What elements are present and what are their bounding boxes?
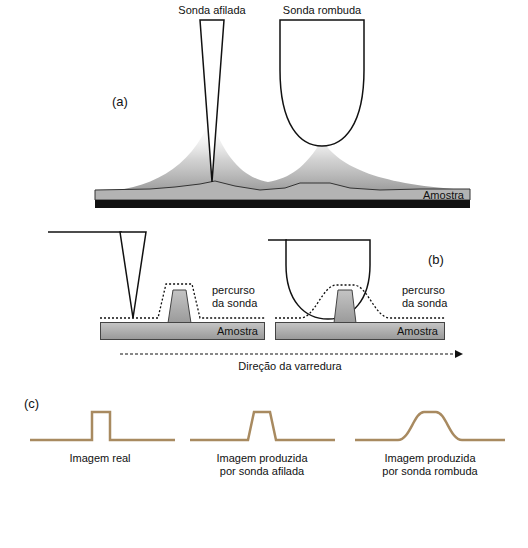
scan-arrow (120, 354, 455, 355)
text-label: Direção da varredura (200, 360, 380, 373)
sample-base (95, 200, 470, 208)
blunt-probe (280, 20, 364, 146)
text-label: (c) (24, 396, 54, 411)
sample-block: Amostra (95, 187, 470, 204)
sample-label: Amostra (397, 325, 438, 338)
profile-blunt (355, 412, 505, 440)
sample-label: Amostra (217, 325, 258, 338)
text-label: Imagem real (40, 452, 160, 465)
force-field (95, 118, 470, 200)
profile-real (30, 412, 175, 440)
sharp-probe (200, 20, 224, 182)
probe-path (100, 284, 265, 318)
sharp-probe (120, 232, 146, 318)
cantilever (48, 231, 122, 233)
sample-surface (95, 181, 470, 200)
text-label: percurso da sonda (402, 284, 454, 310)
text-label: Sonda afilada (172, 4, 252, 17)
text-label: Imagem produzida por sonda rombuda (380, 452, 480, 478)
cantilever (268, 239, 287, 241)
sample-block: Amostra (275, 322, 445, 340)
sample-step (168, 290, 191, 323)
text-label: (b) (428, 252, 458, 267)
blunt-probe (286, 240, 370, 319)
sample-step (334, 290, 356, 323)
arrow-head (455, 350, 463, 358)
text-label: Sonda rombuda (282, 4, 362, 17)
text-label: percurso da sonda (212, 284, 264, 310)
sample-block: Amostra (100, 322, 265, 340)
text-label: (a) (112, 94, 142, 109)
profile-sharp (190, 412, 335, 440)
text-label: Imagem produzida por sonda afilada (212, 452, 312, 478)
sample-label: Amostra (423, 189, 464, 202)
